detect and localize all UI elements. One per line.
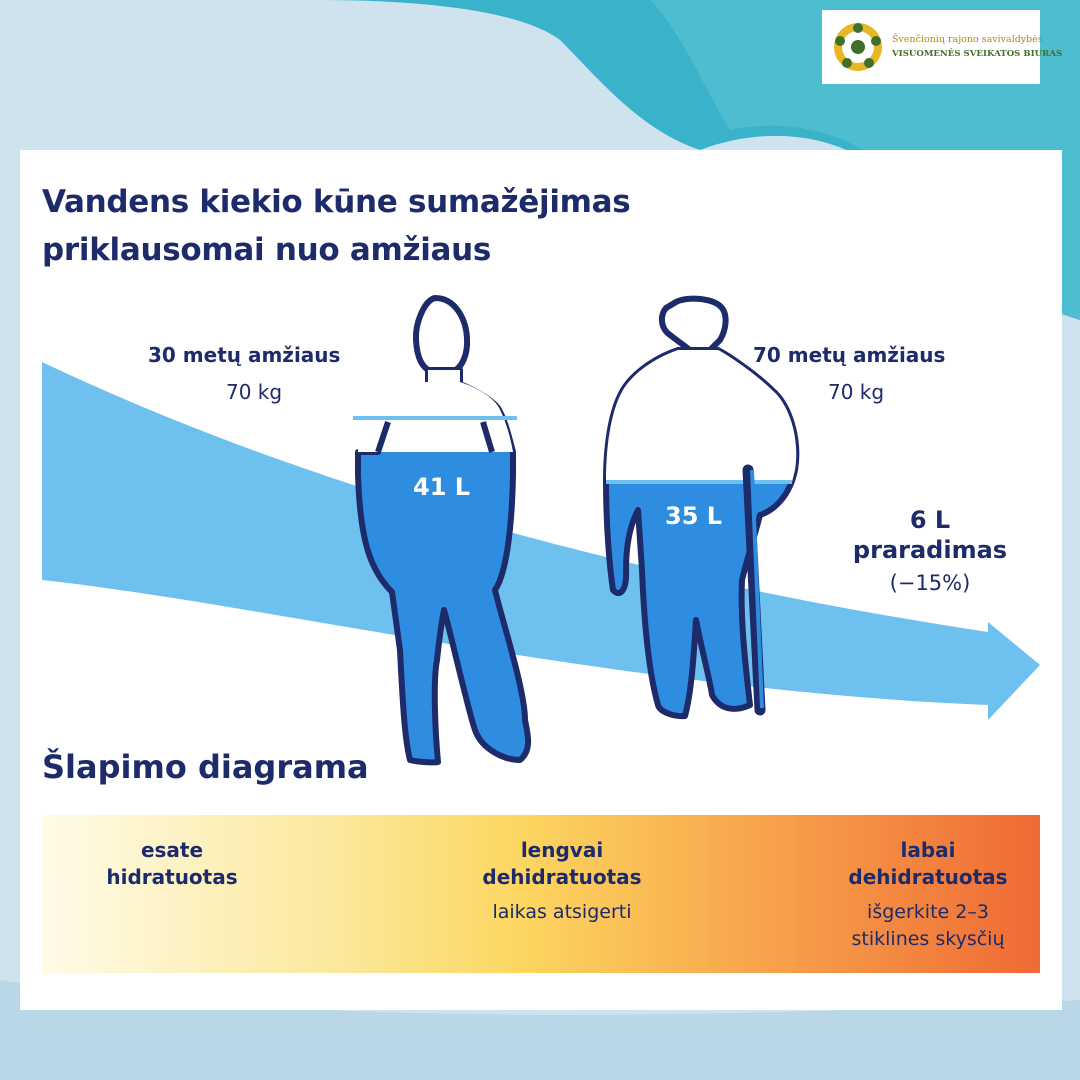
zone-mildly-dehydrated: lengvai dehidratuotas laikas atsigerti — [442, 837, 682, 926]
zone-hydrated-title-2: hidratuotas — [106, 865, 238, 889]
zone-hydrated-title-1: esate — [140, 838, 204, 862]
young-weight: 70 kg — [226, 380, 283, 404]
loss-label: praradimas — [852, 536, 1008, 564]
young-person-silhouette — [353, 295, 532, 766]
zone-mild-note: laikas atsigerti — [492, 901, 632, 923]
old-weight: 70 kg — [828, 380, 885, 404]
young-water-amount: 41 L — [413, 473, 471, 501]
zone-severe-note-2: stiklines skysčių — [851, 928, 1005, 950]
title-line-2: priklausomai nuo amžiaus — [42, 232, 492, 268]
water-loss-arrow — [42, 362, 1040, 720]
loss-amount: 6 L — [909, 506, 951, 534]
logo-line-2: VISUOMENĖS SVEIKATOS BIURAS — [892, 49, 1063, 59]
title-line-1: Vandens kiekio kūne sumažėjimas — [42, 184, 631, 220]
loss-percent: (−15%) — [889, 571, 971, 595]
logo-emblem-icon — [834, 23, 882, 71]
young-age: 30 metų amžiaus — [148, 343, 341, 367]
infographic-card: Vandens kiekio kūne sumažėjimas priklaus… — [20, 150, 1062, 1010]
zone-severe-title-2: dehidratuotas — [848, 865, 1008, 889]
old-water-amount: 35 L — [665, 502, 723, 530]
zone-mild-title-2: dehidratuotas — [482, 865, 642, 889]
old-age: 70 metų amžiaus — [753, 343, 946, 367]
page-title: Vandens kiekio kūne sumažėjimas priklaus… — [42, 178, 631, 274]
water-loss-label: 6 L praradimas (−15%) — [845, 505, 1015, 601]
logo-line-1: Švenčionių rajono savivaldybės — [892, 34, 1043, 45]
urine-color-scale: esate hidratuotas lengvai dehidratuotas … — [42, 815, 1040, 973]
zone-severe-note-1: išgerkite 2–3 — [867, 901, 989, 923]
organization-logo: Švenčionių rajono savivaldybės VISUOMENĖ… — [822, 10, 1062, 84]
zone-hydrated: esate hidratuotas — [82, 837, 262, 891]
zone-mild-title-1: lengvai — [520, 838, 604, 862]
old-person-silhouette — [603, 295, 800, 720]
illustration — [42, 295, 1040, 766]
zone-very-dehydrated: labai dehidratuotas išgerkite 2–3 stikli… — [810, 837, 1046, 953]
zone-severe-title-1: labai — [900, 838, 956, 862]
urine-chart-title: Šlapimo diagrama — [42, 748, 369, 786]
